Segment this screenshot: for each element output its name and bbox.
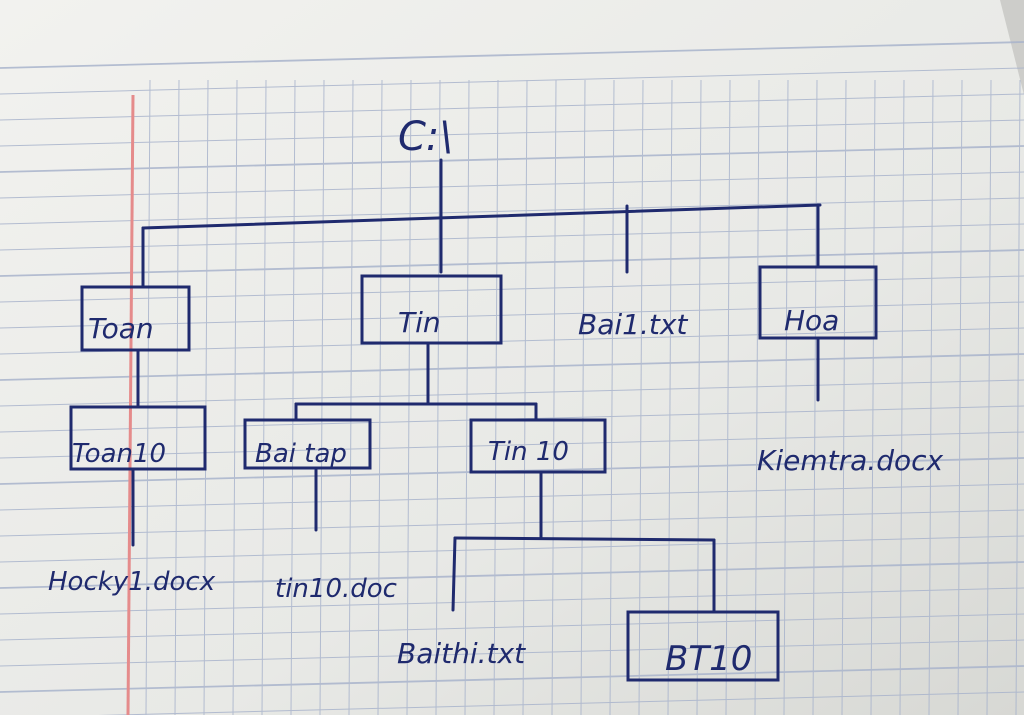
grid-h-line [0, 197, 1024, 225]
box-toan10 [69, 405, 207, 471]
margin-line [126, 94, 135, 715]
grid-v-line [754, 79, 760, 715]
box-tin [360, 274, 503, 345]
grid-v-line [435, 79, 441, 715]
grid-v-line [261, 79, 267, 715]
grid-v-line [696, 79, 702, 715]
grid-h-line [0, 67, 1024, 95]
grid-v-line [812, 79, 818, 715]
box-bt10 [626, 610, 780, 682]
grid-v-line [232, 79, 238, 715]
box-toan [80, 285, 191, 352]
grid-h-line [0, 379, 1024, 407]
label-tin: Tin [398, 306, 441, 339]
grid-v-line [145, 79, 151, 715]
grid-h-line [0, 301, 1024, 329]
grid-v-line [174, 79, 180, 715]
grid-h-line [0, 119, 1024, 147]
grid-h-line [0, 613, 1024, 641]
grid-h-line [0, 353, 1024, 381]
grid-v-line [493, 79, 499, 715]
grid-h-line [0, 223, 1024, 251]
grid-v-line [551, 79, 557, 715]
grid-h-line [0, 639, 1024, 667]
grid-v-line [725, 79, 731, 715]
grid-v-line [377, 79, 383, 715]
grid-h-line [0, 535, 1024, 563]
label-baitap: Bai tap [255, 439, 347, 469]
root-label: C:\ [398, 114, 453, 160]
grid-v-line [348, 79, 354, 715]
grid-v-line [841, 79, 847, 715]
tree-connectors [131, 158, 822, 614]
grid-lines [0, 41, 1024, 715]
box-tin10 [469, 418, 607, 474]
grid-h-line [0, 171, 1024, 199]
label-baithi: Baithi.txt [397, 637, 526, 670]
grid-v-line [870, 79, 876, 715]
grid-v-line [580, 79, 586, 715]
page-edge-shadow [1000, 0, 1024, 95]
grid-v-line [464, 79, 470, 715]
label-tin10: Tin 10 [488, 437, 569, 467]
grid-v-line [957, 79, 963, 715]
grid-h-line [0, 587, 1024, 615]
box-baitap [243, 418, 372, 470]
grid-h-line [0, 509, 1024, 537]
grid-h-line [0, 93, 1024, 121]
grid-v-line [522, 79, 528, 715]
label-tin10doc: tin10.doc [275, 574, 397, 604]
grid-v-line [638, 79, 644, 715]
grid-h-line [0, 275, 1024, 303]
box-hoa [758, 265, 878, 340]
grid-h-line [0, 561, 1024, 589]
folder-boxes [69, 265, 878, 682]
label-hoa: Hoa [784, 304, 839, 337]
level1-bar [141, 203, 822, 230]
label-kiemtra: Kiemtra.docx [757, 444, 943, 477]
grid-v-line [406, 79, 412, 715]
label-bai1: Bai1.txt [578, 308, 688, 341]
grid-v-line [319, 79, 325, 715]
grid-h-line [0, 41, 1024, 69]
grid-v-line [203, 79, 209, 715]
grid-h-line [0, 665, 1024, 693]
label-bt10: BT10 [665, 639, 752, 679]
grid-v-line [290, 79, 296, 715]
grid-h-line [0, 483, 1024, 511]
grid-h-line [0, 431, 1024, 459]
grid-h-line [98, 691, 1024, 715]
grid-h-line [0, 249, 1024, 277]
grid-v-line [899, 79, 905, 715]
grid-v-line [783, 79, 789, 715]
label-toan10: Toan10 [72, 439, 166, 469]
grid-v-line [609, 79, 615, 715]
tin10-bar [453, 536, 716, 542]
label-toan: Toan [88, 312, 154, 345]
grid-v-line [667, 79, 673, 715]
grid-v-line [1015, 79, 1021, 715]
grid-v-line [986, 79, 992, 715]
grid-v-line [928, 79, 934, 715]
grid-h-line [0, 145, 1024, 173]
drop-baithi [451, 536, 457, 612]
label-hocky1: Hocky1.docx [48, 567, 216, 597]
